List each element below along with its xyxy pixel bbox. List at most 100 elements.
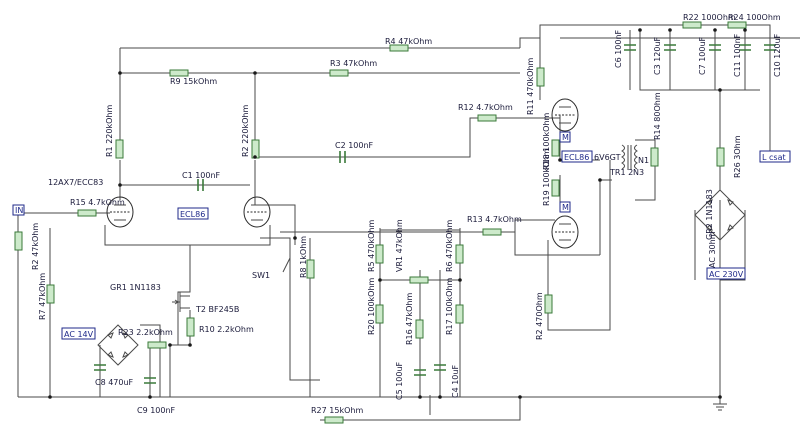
r24-label: R24 100Ohm [728, 13, 781, 22]
r18-resistor-icon [551, 139, 560, 157]
c9-capacitor-icon [144, 377, 156, 384]
ecl86-label-2: ECL86 [564, 153, 589, 162]
r11-label: R11 470kOhm [526, 57, 535, 115]
c6-label: C6 100nF [614, 29, 623, 68]
tube-right-icon [243, 196, 271, 228]
r19-resistor-icon [551, 179, 560, 197]
r26-resistor-icon [716, 147, 725, 167]
m-label-2: M [562, 203, 569, 212]
ecl86-tag-2: ECL86 [561, 150, 593, 163]
junctions [48, 28, 747, 399]
r24-resistor-icon [727, 21, 747, 29]
r15-label: R15 4.7kOhm [70, 198, 125, 207]
input-tag: IN [12, 204, 25, 216]
r2-220k-label: R2 220kOhm [241, 105, 250, 157]
c11-label: C11 100nF [733, 33, 742, 77]
resistors [14, 21, 747, 424]
r14-label: R14 80Ohm [653, 92, 662, 140]
n3-label: N3 [633, 168, 644, 177]
t2-jfet-icon [172, 292, 190, 312]
r3-resistor-icon [329, 69, 349, 77]
ac-30hm-label: AC 30hm [708, 231, 717, 268]
lcsat-label: L csat [762, 153, 786, 162]
ac230-tag: AC 230V [706, 267, 746, 280]
r17-resistor-icon [455, 304, 464, 324]
r20-resistor-icon [375, 304, 384, 324]
tube-output-lower-icon [551, 215, 579, 249]
ac14-tag: AC 14V [61, 327, 96, 340]
r2-470-resistor-icon [544, 294, 553, 314]
r6-label: R6 470kOhm [445, 220, 454, 272]
r22-resistor-icon [682, 21, 702, 29]
n3-tr1-label: TR1 2 [609, 168, 633, 177]
gr2-diode-bridge-icon [694, 189, 746, 241]
r8-label: R8 1kOhm [299, 236, 308, 278]
r1-resistor-icon [115, 139, 124, 159]
r9-label: R9 15kOhm [170, 77, 217, 86]
vr1-potentiometer-icon [409, 276, 429, 284]
gr2-label: GR2 1N1183 [705, 189, 714, 240]
wires [17, 24, 800, 421]
r12-label: R12 4.7kOhm [458, 103, 513, 112]
r27-label: R27 15kOhm [311, 406, 363, 415]
transformer-icon [621, 144, 638, 170]
component-labels: R1 220kOhm R2 220kOhm R4 47kOhm R3 47kOh… [31, 13, 782, 415]
t2-label: T2 BF245B [195, 305, 239, 314]
r5-resistor-icon [375, 244, 384, 264]
tube1-pins-label: 12AX7/ECC83 [48, 178, 103, 187]
r15-resistor-icon [77, 209, 97, 217]
c8-capacitor-icon [94, 364, 106, 371]
c1-label: C1 100nF [182, 171, 221, 180]
c9-label: C9 100nF [137, 406, 176, 415]
ac14-label: AC 14V [64, 330, 94, 339]
input-label: IN [15, 206, 23, 215]
r23-resistor-icon [147, 341, 167, 349]
r26-label: R26 3Ohm [733, 135, 742, 178]
c3-label: C3 120uF [653, 36, 662, 75]
ecl86-tag-1: ECL86 [177, 207, 209, 220]
r10-resistor-icon [186, 317, 195, 337]
r16-label: R16 47kOhm [405, 293, 414, 345]
c2-label: C2 100nF [335, 141, 374, 150]
c1-capacitor-icon [197, 179, 204, 191]
c2-capacitor-icon [339, 151, 346, 163]
r2-47k-label: R2 47kOhm [31, 223, 40, 270]
r13-label: R13 4.7kOhm [467, 215, 522, 224]
r19-label: R19 100kOhm [542, 148, 551, 206]
r12-resistor-icon [477, 114, 497, 122]
r14-resistor-icon [650, 147, 659, 167]
r5-label: R5 470kOhm [367, 220, 376, 272]
c10-label: C10 120uF [773, 33, 782, 77]
gr1-label: GR1 1N1183 [110, 283, 161, 292]
r7-label: R7 47kOhm [38, 273, 47, 320]
c7-label: C7 100uF [698, 36, 707, 75]
c4-capacitor-icon [434, 364, 446, 371]
c5-label: C5 100uF [395, 361, 404, 400]
tube-left-icon [106, 196, 134, 228]
r13-resistor-icon [482, 228, 502, 236]
r2-470-label: R2 470Ohm [535, 292, 544, 340]
r9-resistor-icon [169, 69, 189, 77]
gr1-diode-bridge-icon [97, 324, 139, 366]
capacitors [94, 44, 776, 384]
r10-label: R10 2.2kOhm [199, 325, 254, 334]
c11-capacitor-icon [739, 44, 751, 51]
c10-capacitor-icon [764, 44, 776, 51]
sw1-switch-icon [282, 257, 291, 280]
c4-label: C4 10uF [451, 365, 460, 398]
sw1-label: SW1 [252, 271, 270, 280]
r4-label: R4 47kOhm [385, 37, 432, 46]
vr1-label: VR1 47kOhm [395, 219, 404, 272]
r11-resistor-icon [536, 67, 545, 87]
ac230-label: AC 230V [709, 270, 744, 279]
r23-label: R23 2.2kOhm [118, 328, 173, 337]
r8-resistor-icon [306, 259, 315, 279]
ground-icon [713, 397, 727, 411]
r20-label: R20 100kOhm [367, 277, 376, 335]
tube-output-upper-icon [551, 98, 579, 132]
r1-label: R1 220kOhm [105, 105, 114, 157]
r16-resistor-icon [415, 319, 424, 339]
r18-label: R18 100kOhm [542, 112, 551, 170]
sixv-label: 6V6GT [594, 153, 621, 162]
